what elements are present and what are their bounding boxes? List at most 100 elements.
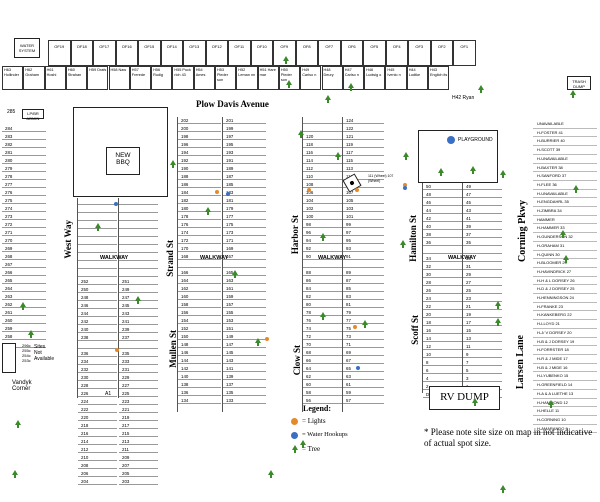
site-row: 159 [223,293,266,301]
site-row: 234 [78,358,117,366]
site-row: 34 [423,255,462,263]
tree-icon [20,302,26,310]
h-cell: H44 Ludtke [406,66,428,90]
site-row: 141 [223,365,266,373]
site-row: 89 [343,269,384,277]
site-number: 7 [466,360,469,365]
site-row: 87 [343,277,384,285]
site-row: 204 [78,478,117,486]
light-marker [307,188,311,192]
site-row: 47 [463,191,502,199]
site-row: 178 [178,213,221,221]
site-row: 46 [423,199,462,207]
site-number: 205 [122,471,130,476]
site-number: 120 [306,134,314,139]
site-number: 19 [466,312,471,317]
site-row: 94 [303,237,342,245]
site-row: 8 [423,359,462,367]
site-row: 250 [78,286,117,294]
wheel-dot [349,180,355,186]
right-site-item: H-ENGDAHRL 35 [533,198,597,208]
site-number: 280 [5,158,13,163]
site-number: 147 [226,342,234,347]
site-row: 142 [178,365,221,373]
site-number: 146 [181,350,189,355]
legend: Legend: = Lights = Water Hookups = Tree [287,404,348,458]
site-number: 144 [181,358,189,363]
site-row: 33 [463,255,502,263]
site-row: 67 [343,357,384,365]
site-row: 106 [303,189,342,197]
lp-admin-label: LP/BR ADMIN [26,111,40,121]
site-number [78,223,81,228]
site-number [463,248,466,253]
lp-admin: LP/BR ADMIN [22,109,44,121]
site-row: 179 [223,205,266,213]
site-row: 91 [343,253,384,261]
site-row: 192 [178,157,221,165]
site-number: 155 [226,310,234,315]
light-marker [115,348,119,352]
site-number: 57 [346,398,351,403]
tree-icon [403,152,409,160]
site-number: 116 [306,150,313,155]
site-row: 215 [119,430,158,438]
site-number: 100 [306,214,314,219]
site-row: 235 [119,350,158,358]
site-row: 237 [119,334,158,342]
tree-icon [325,95,331,103]
tree-icon [563,255,569,263]
site-number: 14 [426,336,431,341]
site-number: 12 [426,344,431,349]
site-number: 121 [346,134,354,139]
street-harbor-st: Harbor St [290,215,300,255]
site-number: 261 [5,310,13,315]
site-row: 193 [223,149,266,157]
site-number: 188 [181,174,189,179]
of-cell: OF8 [295,40,318,66]
site-number: 135 [226,390,234,395]
site-number: 16 [426,328,431,333]
tree-icon [348,83,354,91]
of-cell: OF2 [430,40,453,66]
site-row: 274 [2,205,46,213]
site-row: 64 [303,365,342,373]
site-number: 200 [181,126,189,131]
unavailable-site: 296c [22,343,31,348]
site-number: 32 [426,264,431,269]
of-cell: OF15 [138,40,161,66]
right-site-item: H-UNAVAILABLE [533,190,597,199]
trash-dump: TRASH DUMP [567,76,591,90]
site-row: 269 [2,245,46,253]
site-row: 273 [2,213,46,221]
site-number: 137 [226,382,234,387]
site-row: 275 [2,197,46,205]
site-number: 94 [306,238,311,243]
site-number: 208 [81,463,89,468]
right-site-item: H-LYUBENKO 15 [533,372,597,382]
site-row: 22 [423,303,462,311]
site-number: 33 [466,256,471,261]
tree-icon [560,230,566,238]
site-row: 38 [423,231,462,239]
site-number: 278 [5,174,13,179]
site-number: 118 [306,142,313,147]
site-row: 194 [178,149,221,157]
street-larsen-lane: Larsen Lane [515,335,526,390]
of-cell: OF10 [250,40,273,66]
right-site-item: H-J/ V DORSEY 20 [533,329,597,338]
site-row [119,342,158,350]
site-number: 141 [226,366,234,371]
site-row: 154 [178,317,221,325]
site-number: 230 [81,375,89,380]
tree-icon [320,233,326,241]
site-number: 3 [466,376,469,381]
site-row: 48 [423,191,462,199]
site-row: 212 [78,446,117,454]
site-number: 138 [181,382,189,387]
of-cell: OF1 [453,40,476,66]
site-row: 165 [223,269,266,277]
site-number: 10 [426,352,431,357]
right-site-item: H-BAXTER 38 [533,164,597,173]
